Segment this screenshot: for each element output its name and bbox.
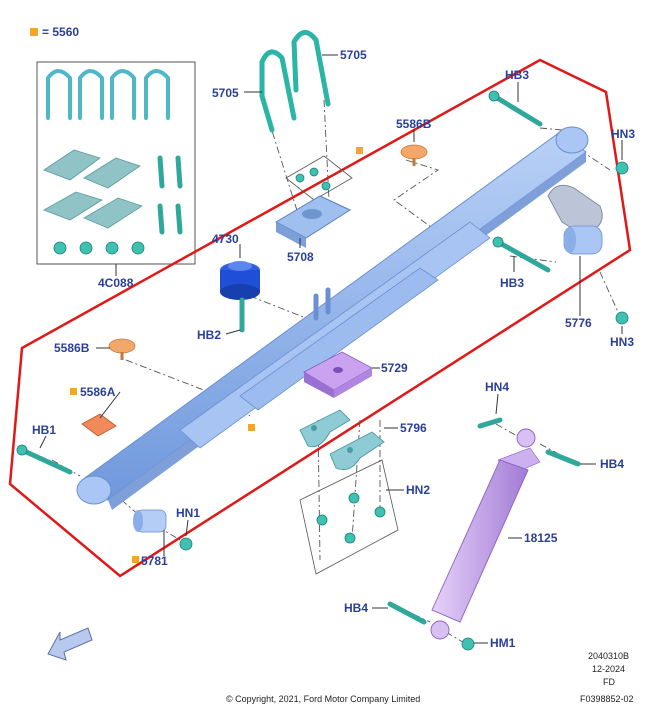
- footer-code-2: 12-2024: [592, 664, 625, 674]
- clamp-5796: [299, 409, 385, 471]
- direction-arrow-icon: [47, 627, 93, 661]
- nut-hn2-c: [374, 506, 386, 518]
- label-u-bolt-right: 5705: [340, 48, 367, 62]
- label-bump-stop: 4730: [212, 232, 239, 246]
- label-shock-bolt-top: HB4: [600, 457, 624, 471]
- plate-nut-c: [321, 181, 331, 191]
- legend-marker: [30, 28, 38, 36]
- footer-code-3: FD: [603, 677, 615, 687]
- bolt-hb4-top: [545, 449, 581, 467]
- bushing-marker: [132, 556, 139, 563]
- label-bump-stop-bolt: HB2: [197, 328, 221, 342]
- footer-code-1: 2040310B: [588, 651, 629, 661]
- kit-plates: [43, 149, 143, 229]
- pad-5586a-marker: [70, 388, 77, 395]
- kit-nuts: [53, 241, 145, 255]
- shackle-5776: [547, 184, 603, 255]
- plate-nut-a: [295, 173, 305, 183]
- nut-hn4: [477, 417, 503, 429]
- nut-hn3-top: [615, 161, 629, 175]
- label-u-bolt-left: 5705: [212, 86, 239, 100]
- nut-hn1: [179, 537, 193, 551]
- bolt-hb3-top: [491, 93, 543, 127]
- label-shock-nut-bottom: HM1: [490, 636, 516, 650]
- label-shock-nut-top: HN4: [485, 380, 509, 394]
- u-bolt-right: [291, 30, 331, 107]
- label-bolt-rear-mid: HB3: [500, 276, 524, 290]
- label-nuts: HN2: [406, 483, 430, 497]
- leader-lines: [39, 54, 623, 644]
- plate-nut-b: [309, 167, 319, 177]
- footer-copyright: © Copyright, 2021, Ford Motor Company Li…: [226, 694, 420, 704]
- label-shackle: 5776: [565, 316, 592, 330]
- kit-u-bolts: [46, 69, 170, 120]
- kit-bolts: [157, 155, 183, 235]
- shock-absorber-18125: [430, 428, 541, 640]
- pad-5586a: [81, 413, 117, 437]
- bolt-hb3-mid: [495, 239, 551, 273]
- leaf-spring: [76, 126, 589, 510]
- nut-hn2-a: [316, 514, 328, 526]
- spring-marker: [248, 424, 255, 431]
- label-nut-rear-top: HN3: [611, 127, 635, 141]
- u-bolt-left: [259, 49, 297, 133]
- plate-box: [285, 155, 353, 201]
- label-bushing: 5781: [141, 554, 168, 568]
- label-bolt-rear-top: HB3: [505, 68, 529, 82]
- label-pad-right: 5586B: [396, 117, 432, 131]
- plate-5708: [274, 195, 352, 248]
- label-clamp: 5796: [400, 421, 427, 435]
- spacer-5729: [303, 351, 373, 398]
- plate-marker: [356, 147, 363, 154]
- legend-text: = 5560: [42, 25, 79, 39]
- nut-hn2-b: [348, 492, 360, 504]
- bushing-5781: [133, 509, 167, 533]
- nut-box: [299, 459, 399, 575]
- label-plate: 5708: [287, 250, 314, 264]
- label-shock: 18125: [524, 531, 558, 545]
- label-kit: 4C088: [98, 276, 134, 290]
- kit-box: [36, 61, 196, 265]
- label-pad-small: 5586A: [80, 385, 116, 399]
- nut-hm1: [461, 637, 475, 651]
- label-nut-rear-low: HN3: [610, 335, 634, 349]
- nut-hn2-d: [344, 532, 356, 544]
- bolt-hb4-bottom: [387, 601, 427, 625]
- label-spacer: 5729: [381, 361, 408, 375]
- assembly-boundary: [8, 58, 632, 578]
- label-pad-left: 5586B: [54, 341, 90, 355]
- bump-stop-4730: [220, 261, 260, 300]
- bolt-hb1: [19, 447, 73, 475]
- pad-5586b-left: [108, 338, 136, 360]
- nut-hn3-low: [615, 311, 629, 325]
- footer-code-4: F0398852-02: [580, 694, 634, 704]
- label-shock-bolt-bottom: HB4: [344, 601, 368, 615]
- pad-5586b-right: [400, 144, 428, 166]
- label-nut-front: HN1: [176, 506, 200, 520]
- label-bolt-front: HB1: [32, 423, 56, 437]
